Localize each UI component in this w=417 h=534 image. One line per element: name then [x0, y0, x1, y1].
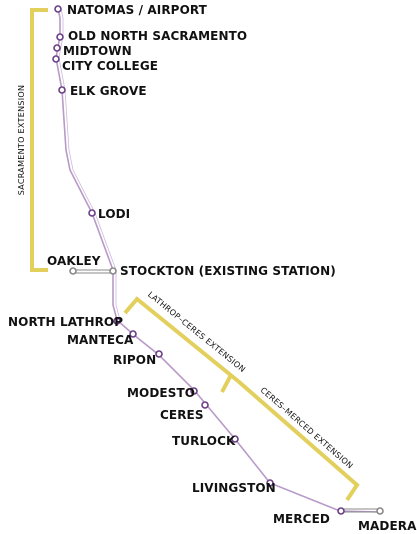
station-label-modesto: MODESTO	[127, 386, 195, 400]
station-label-lodi: LODI	[98, 207, 130, 221]
sacramento-extension-label: SACRAMENTO EXTENSION	[17, 85, 26, 196]
station-dot	[337, 507, 345, 515]
station-turlock[interactable]: TURLOCK	[172, 434, 239, 448]
sacramento-extension-bracket	[30, 8, 48, 272]
station-midtown[interactable]: MIDTOWN	[53, 44, 132, 58]
station-label-city-college: CITY COLLEGE	[62, 59, 158, 73]
bracket-tick-ceres	[220, 374, 233, 393]
station-city-college[interactable]: CITY COLLEGE	[52, 55, 158, 73]
madera-branch	[341, 508, 380, 513]
station-dot	[190, 387, 198, 395]
station-ceres[interactable]: CERES	[160, 401, 209, 422]
station-dot	[69, 267, 77, 275]
station-dot	[129, 330, 137, 338]
station-label-natomas: NATOMAS / AIRPORT	[67, 3, 208, 17]
ceres-merced-extension-label: CERES–MERCED EXTENSION	[259, 386, 355, 471]
station-dot	[113, 317, 121, 325]
lathrop-ceres-extension-bracket	[123, 296, 240, 383]
station-elk-grove[interactable]: ELK GROVE	[58, 84, 147, 98]
station-old-north-sacramento[interactable]: OLD NORTH SACRAMENTO	[56, 29, 247, 43]
station-label-old-north-sacramento: OLD NORTH SACRAMENTO	[68, 29, 247, 43]
station-label-oakley: OAKLEY	[47, 254, 101, 268]
station-dot	[58, 86, 66, 94]
oakley-branch	[73, 269, 113, 274]
station-label-north-lathrop: NORTH LATHROP	[8, 315, 123, 329]
station-dot	[376, 507, 384, 515]
station-manteca[interactable]: MANTECA	[67, 330, 137, 347]
station-dot	[201, 401, 209, 409]
station-label-livingston: LIVINGSTON	[192, 481, 276, 495]
station-label-manteca: MANTECA	[67, 333, 134, 347]
station-label-ripon: RIPON	[113, 353, 156, 367]
station-dot	[266, 479, 274, 487]
ceres-merced-extension-bracket	[236, 379, 360, 502]
station-dot	[231, 435, 239, 443]
station-oakley[interactable]: OAKLEY	[47, 254, 101, 275]
station-ripon[interactable]: RIPON	[113, 350, 163, 367]
station-dot	[53, 44, 61, 52]
station-lodi[interactable]: LODI	[88, 207, 130, 221]
station-madera[interactable]: MADERA	[358, 507, 417, 533]
station-dot	[56, 33, 64, 41]
station-label-turlock: TURLOCK	[172, 434, 236, 448]
station-dot	[155, 350, 163, 358]
station-dot	[109, 267, 117, 275]
route-line-outline	[58, 8, 121, 321]
station-label-stockton: STOCKTON (EXISTING STATION)	[120, 264, 336, 278]
station-modesto[interactable]: MODESTO	[127, 386, 198, 400]
station-livingston[interactable]: LIVINGSTON	[192, 479, 276, 495]
station-label-elk-grove: ELK GROVE	[70, 84, 147, 98]
station-dot	[54, 5, 62, 13]
station-stockton[interactable]: STOCKTON (EXISTING STATION)	[109, 264, 336, 278]
station-label-midtown: MIDTOWN	[63, 44, 132, 58]
station-label-merced: MERCED	[273, 512, 330, 526]
station-natomas[interactable]: NATOMAS / AIRPORT	[54, 3, 208, 17]
station-merced[interactable]: MERCED	[273, 507, 345, 526]
lathrop-ceres-extension-label: LATHROP–CERES EXTENSION	[146, 290, 247, 374]
station-label-ceres: CERES	[160, 408, 204, 422]
station-dot	[52, 55, 60, 63]
station-dot	[88, 209, 96, 217]
station-label-madera: MADERA	[358, 519, 417, 533]
station-north-lathrop[interactable]: NORTH LATHROP	[8, 315, 123, 329]
